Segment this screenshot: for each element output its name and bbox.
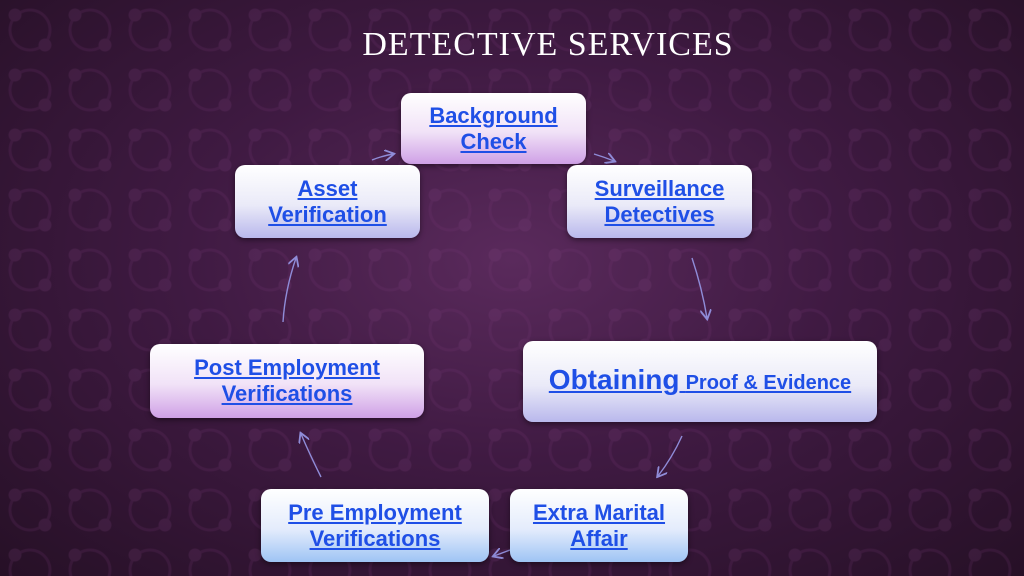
extra-marital-line1: Extra Marital <box>532 499 666 525</box>
asset-line2: Verification <box>268 201 387 227</box>
node-extra-marital-affair: Extra Marital Affair <box>510 489 688 562</box>
arrow-surveillance-to-obtaining <box>691 257 707 318</box>
asset-verification-link[interactable]: Asset Verification <box>268 176 387 228</box>
pre-employment-link[interactable]: Pre Employment Verifications <box>288 500 462 552</box>
surveillance-line1: Surveillance <box>594 175 725 201</box>
post-employment-line2: Verifications <box>221 381 353 406</box>
surveillance-detectives-link[interactable]: Surveillance Detectives <box>595 176 725 228</box>
obtaining-main: Obtaining <box>548 364 680 395</box>
node-obtaining-proof: Obtaining Proof & Evidence <box>523 341 877 422</box>
background-check-link[interactable]: Background Check <box>429 103 557 155</box>
obtaining-proof-link[interactable]: Obtaining Proof & Evidence <box>548 364 852 396</box>
arrow-asset-to-bg <box>371 154 393 160</box>
node-surveillance-detectives: Surveillance Detectives <box>567 165 752 238</box>
pre-employment-line1: Pre Employment <box>288 499 462 525</box>
arrow-extra-to-pre <box>494 550 511 556</box>
background-check-line2: Check <box>460 128 527 154</box>
arrow-pre-to-post <box>301 434 322 478</box>
arrow-post-to-asset <box>282 258 296 323</box>
post-employment-link[interactable]: Post Employment Verifications <box>194 355 380 407</box>
background-check-line1: Background <box>429 102 558 128</box>
asset-line1: Asset <box>297 175 358 201</box>
pre-employment-line2: Verifications <box>309 525 441 551</box>
extra-marital-line2: Affair <box>570 525 628 551</box>
node-background-check: Background Check <box>401 93 586 164</box>
obtaining-rest: Proof & Evidence <box>685 372 852 394</box>
node-asset-verification: Asset Verification <box>235 165 420 238</box>
extra-marital-affair-link[interactable]: Extra Marital Affair <box>533 500 665 552</box>
node-post-employment: Post Employment Verifications <box>150 344 424 418</box>
node-pre-employment: Pre Employment Verifications <box>261 489 489 562</box>
arrow-bg-to-surveillance <box>593 154 614 161</box>
post-employment-line1: Post Employment <box>194 355 380 380</box>
arrow-obtaining-to-extra <box>658 435 683 476</box>
surveillance-line2: Detectives <box>604 201 715 227</box>
page-title: DETECTIVE SERVICES <box>362 26 734 63</box>
